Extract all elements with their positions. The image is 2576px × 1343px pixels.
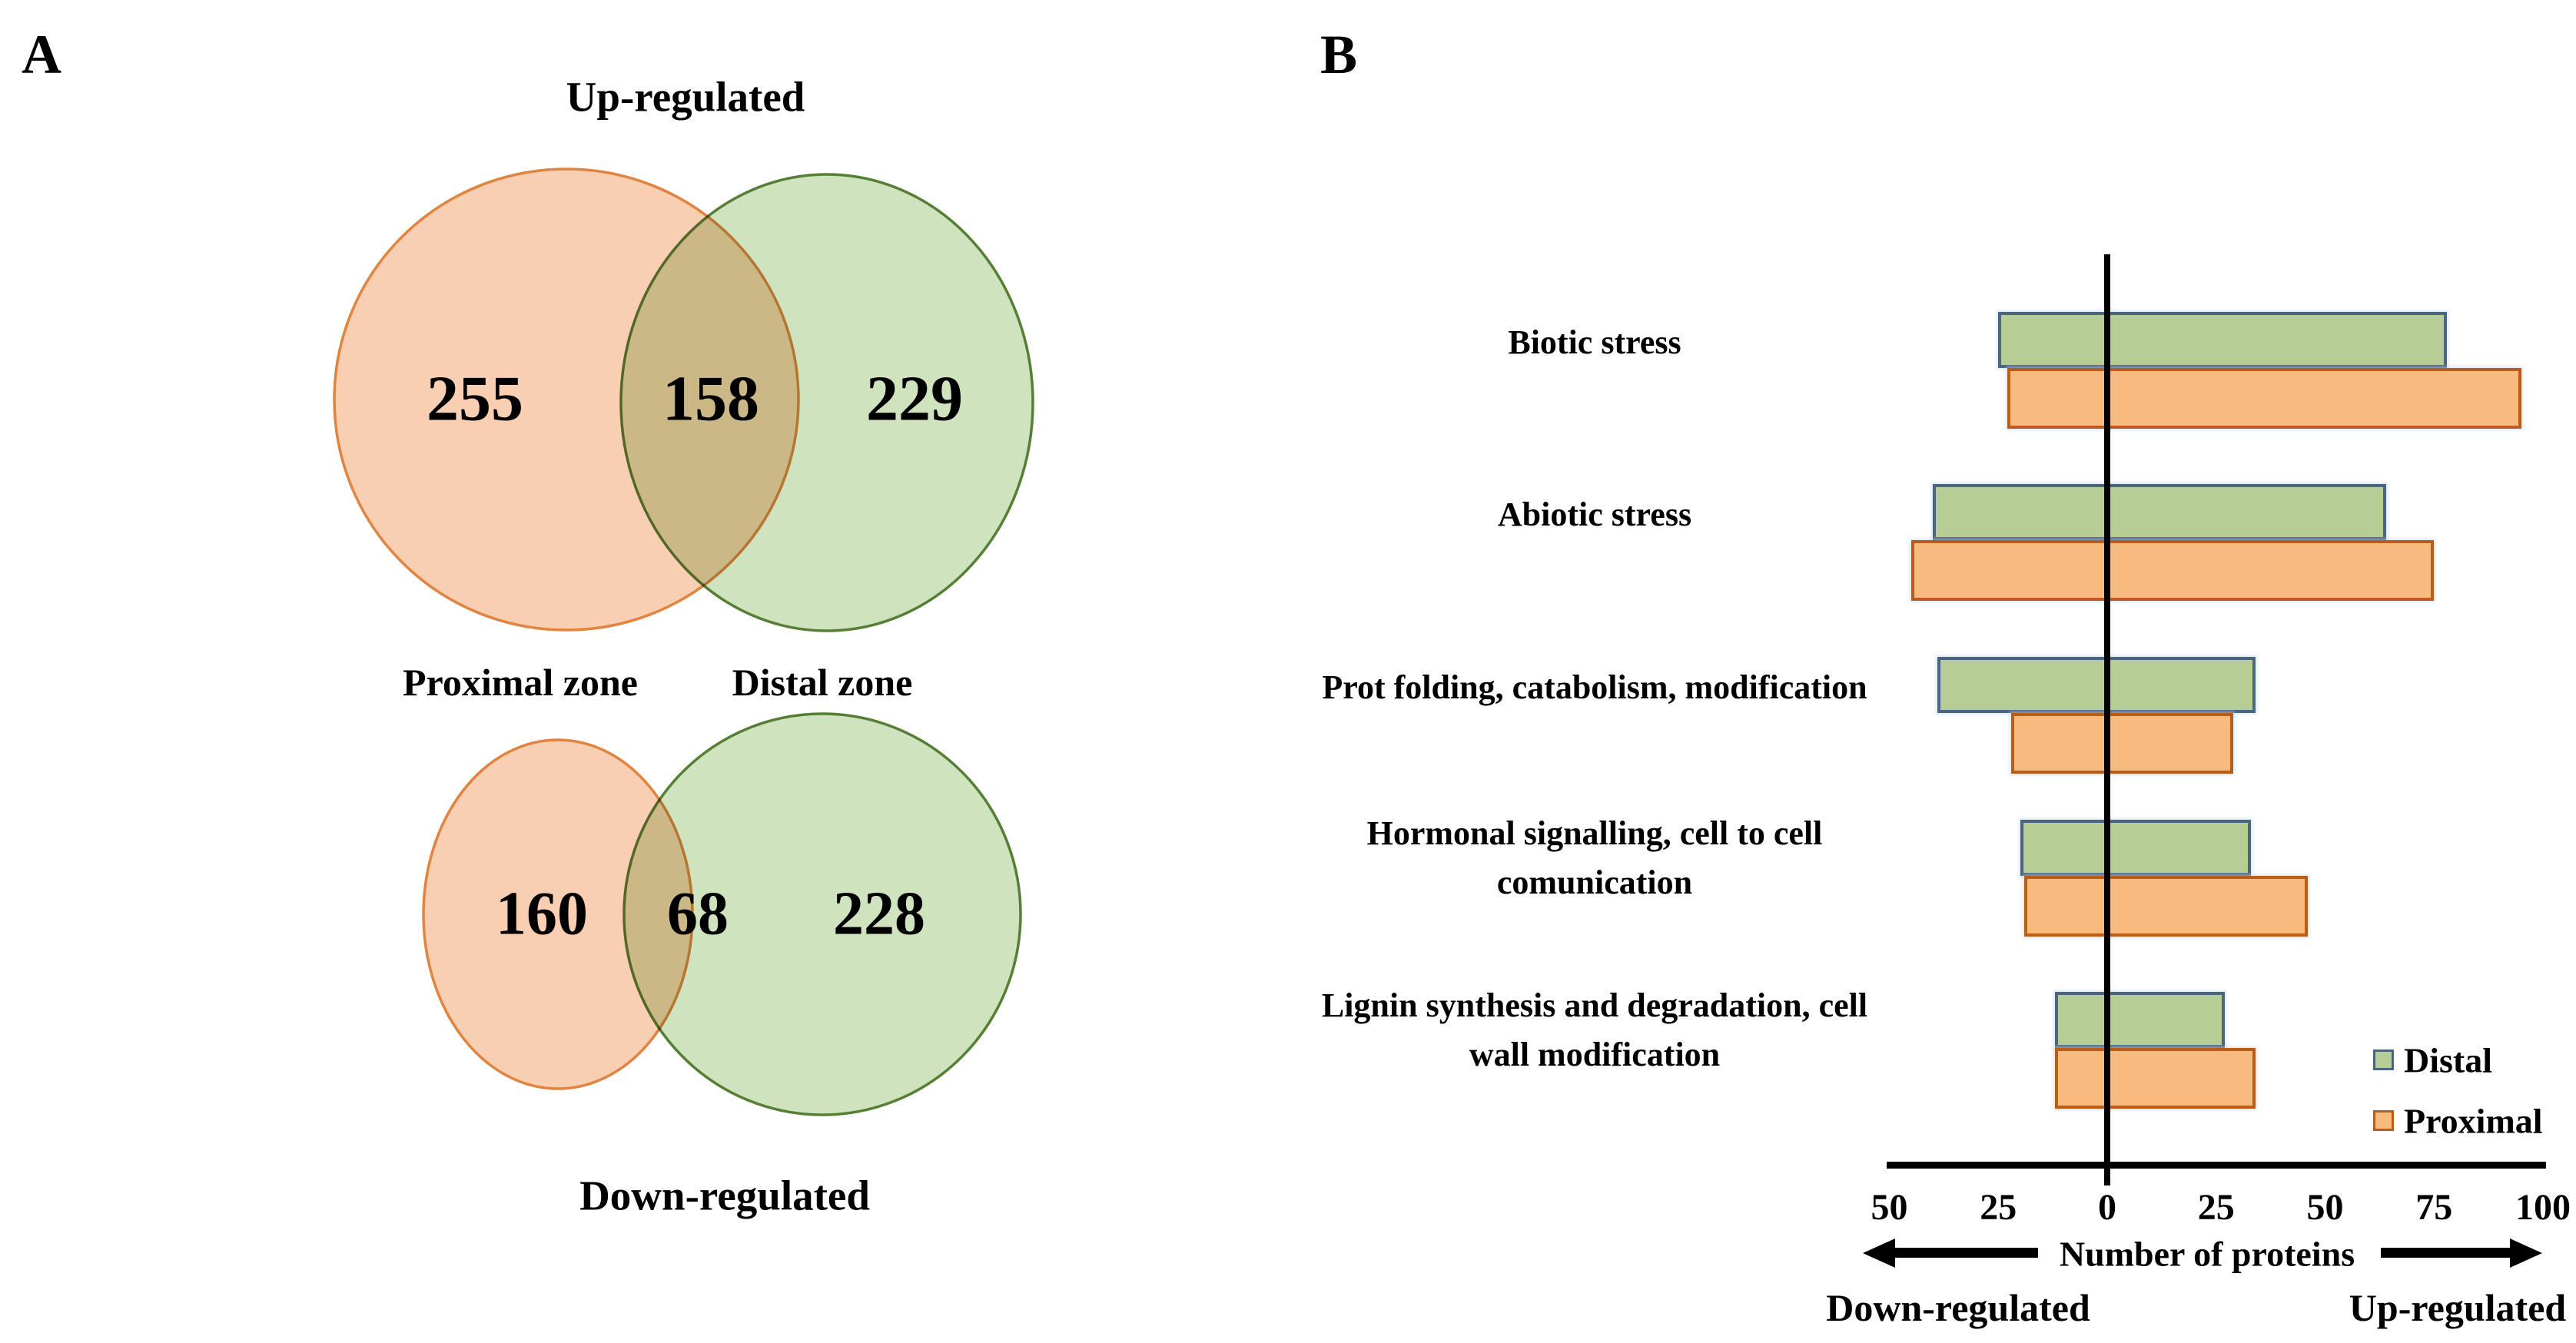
- distal-bar: [1998, 312, 2448, 368]
- venn-down-distal-ellipse: [622, 712, 1022, 1116]
- category-label: Prot folding, catabolism, modification: [1322, 668, 1867, 706]
- panel-b-letter: B: [1320, 24, 1358, 85]
- left-arrow-icon: [1863, 1239, 1895, 1268]
- proximal-bar: [1910, 540, 2435, 601]
- venn-down-overlap-count: 68: [667, 880, 729, 948]
- up-regulated-label: Up-regulated: [2349, 1286, 2567, 1329]
- right-arrow-shaft: [2381, 1248, 2510, 1258]
- distal-legend-swatch: [2373, 1050, 2394, 1070]
- x-tick-label: 25: [2197, 1187, 2235, 1228]
- category-label: Abiotic stress: [1497, 496, 1692, 533]
- x-tick-label: 0: [2098, 1187, 2116, 1228]
- distal-zone-label: Distal zone: [732, 661, 913, 704]
- venn-down-title: Down-regulated: [579, 1172, 870, 1219]
- venn-up-distal-ellipse: [619, 173, 1034, 632]
- venn-down-distal-only-count: 228: [833, 880, 925, 948]
- distal-legend-label: Distal: [2404, 1040, 2492, 1080]
- venn-down-proximal-only-count: 160: [496, 880, 588, 948]
- venn-diagrams: [333, 167, 1034, 1116]
- venn-up-overlap-count: 158: [662, 363, 759, 435]
- distal-bar: [2020, 820, 2252, 876]
- proximal-bar: [2054, 1048, 2256, 1109]
- proximal-legend-label: Proximal: [2404, 1101, 2543, 1141]
- venn-up-title: Up-regulated: [566, 73, 805, 121]
- proximal-legend-swatch: [2373, 1110, 2394, 1131]
- x-tick-label: 75: [2415, 1187, 2453, 1228]
- venn-up-distal-only-count: 229: [866, 363, 963, 435]
- venn-up-proximal-only-count: 255: [427, 363, 523, 435]
- left-arrow-shaft: [1892, 1248, 2038, 1258]
- panel-a-letter: A: [22, 24, 61, 85]
- x-tick-label: 50: [2306, 1187, 2344, 1228]
- proximal-bar: [2011, 713, 2234, 774]
- right-arrow-icon: [2510, 1239, 2542, 1268]
- distal-bar: [2054, 992, 2226, 1048]
- proximal-bar: [2007, 368, 2521, 429]
- category-label: Biotic stress: [1508, 323, 1681, 361]
- proximal-zone-label: Proximal zone: [403, 661, 638, 704]
- proximal-bar: [2024, 876, 2308, 937]
- distal-bar: [1937, 657, 2256, 713]
- distal-bar: [1933, 484, 2386, 540]
- axis-label: Number of proteins: [2059, 1234, 2355, 1274]
- zero-baseline: [2104, 254, 2110, 1185]
- x-tick-label: 100: [2515, 1187, 2571, 1228]
- x-axis-line: [1887, 1162, 2546, 1169]
- x-tick-label: 50: [1871, 1187, 1908, 1228]
- down-regulated-label: Down-regulated: [1826, 1286, 2090, 1329]
- x-tick-label: 25: [1980, 1187, 2017, 1228]
